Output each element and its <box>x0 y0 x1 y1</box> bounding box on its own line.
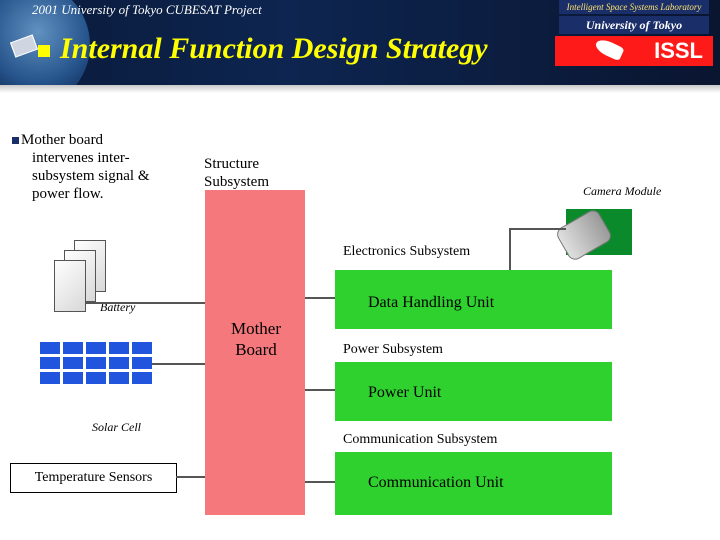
issl-label: ISSL <box>654 38 703 63</box>
bullet-lead: Mother board <box>21 132 104 148</box>
mother-board-block <box>205 190 305 515</box>
battery-cell-icon <box>54 260 86 312</box>
power-connector <box>305 389 335 391</box>
structure-subsystem-label: Structure Subsystem <box>204 156 270 190</box>
power-unit-block <box>335 362 612 421</box>
header-banner: 2001 University of Tokyo CUBESAT Project… <box>0 0 720 85</box>
power-subsystem-label: Power Subsystem <box>343 342 443 357</box>
bullet-icon <box>12 137 19 145</box>
camera-connector-v <box>509 228 511 270</box>
communication-unit-label: Communication Unit <box>368 474 504 491</box>
shuttle-icon <box>593 36 625 62</box>
mother-board-label: Mother Board <box>230 319 282 359</box>
issl-badge: ISSL <box>555 36 713 66</box>
header-divider <box>0 85 720 93</box>
electronics-subsystem-label: Electronics Subsystem <box>343 244 471 259</box>
battery-connector <box>85 302 205 304</box>
dhu-connector <box>305 297 335 299</box>
communication-unit-block <box>335 452 612 515</box>
bullet-rest: intervenes inter-subsystem signal & powe… <box>32 150 150 202</box>
communication-subsystem-label: Communication Subsystem <box>343 432 498 447</box>
slide-title: Internal Function Design Strategy <box>60 32 488 65</box>
university-name: University of Tokyo <box>559 16 709 34</box>
solar-cell-label: Solar Cell <box>92 420 142 434</box>
temp-connector <box>176 476 205 478</box>
solar-connector <box>152 363 205 365</box>
project-name: 2001 University of Tokyo CUBESAT Project <box>32 2 262 17</box>
camera-connector-h <box>509 228 566 230</box>
data-handling-unit-label: Data Handling Unit <box>368 294 495 311</box>
comm-connector <box>305 481 335 483</box>
camera-module-label: Camera Module <box>583 184 662 198</box>
title-bullet-icon <box>38 45 50 57</box>
data-handling-unit-block <box>335 270 612 329</box>
temperature-sensors-box: Temperature Sensors <box>10 463 177 493</box>
power-unit-label: Power Unit <box>368 384 442 401</box>
lab-name: Intelligent Space Systems Laboratory <box>559 0 709 14</box>
issl-logo: Intelligent Space Systems Laboratory Uni… <box>545 0 715 70</box>
solar-cell-panel <box>40 342 152 384</box>
bullet-point: Mother board intervenes inter-subsystem … <box>12 131 182 203</box>
